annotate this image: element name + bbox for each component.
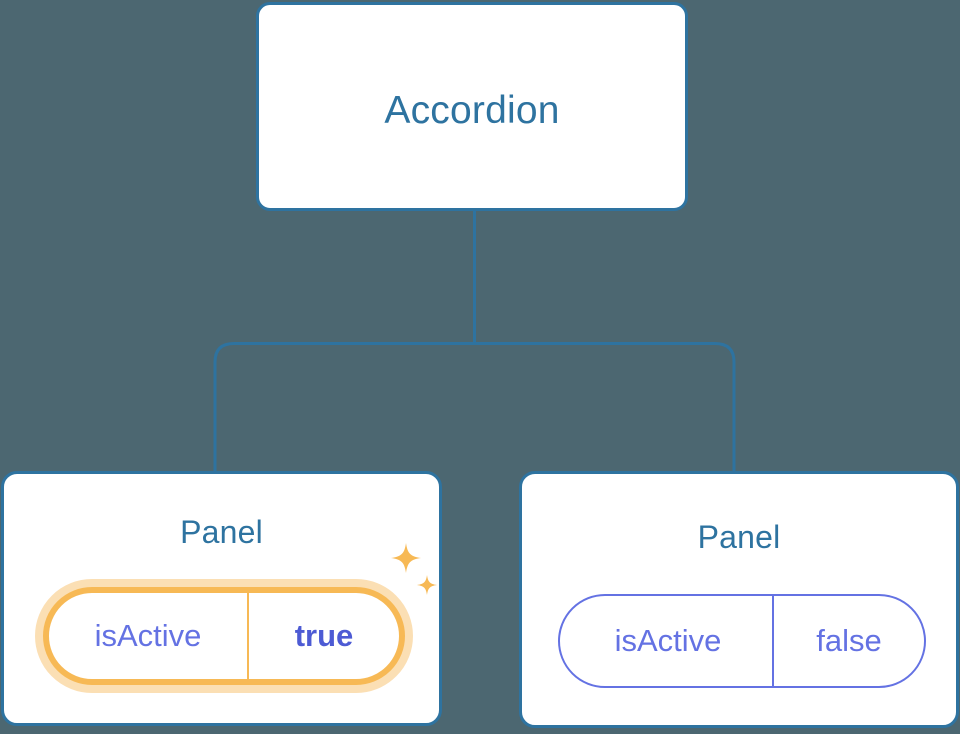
prop-value-is-active: true	[294, 618, 354, 653]
prop-key-is-active: isActive	[560, 596, 774, 686]
node-accordion-title: Accordion	[384, 89, 560, 132]
node-panel-active-title: Panel	[180, 514, 263, 550]
prop-pill-is-active-false[interactable]: isActive false	[558, 594, 926, 688]
node-panel-active[interactable]: Panel isActive true	[1, 471, 442, 726]
connector-branch-right	[474, 342, 736, 472]
prop-pill-highlight-glow	[35, 579, 413, 693]
prop-pill-active-wrapper[interactable]: isActive true	[35, 579, 413, 693]
prop-key-is-active: isActive	[49, 593, 249, 679]
node-panel-inactive[interactable]: Panel isActive false	[519, 471, 959, 728]
node-panel-inactive-title: Panel	[697, 519, 781, 555]
node-accordion[interactable]: Accordion	[256, 2, 688, 211]
prop-value-is-active: false	[816, 623, 882, 658]
prop-pill-is-active[interactable]: isActive true	[43, 587, 405, 685]
connector-branch-left	[213, 342, 475, 472]
